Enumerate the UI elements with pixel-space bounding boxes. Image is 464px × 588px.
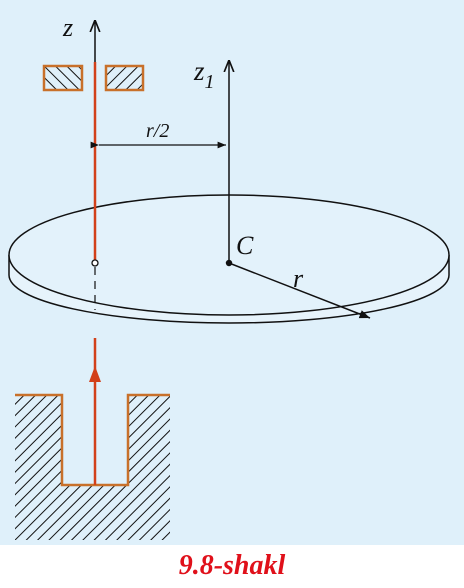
upper-bearing-right-block — [104, 64, 145, 92]
center-label: C — [236, 231, 254, 260]
upper-bearing-left-block — [42, 64, 84, 92]
shaft-arrowhead — [89, 366, 101, 382]
z1-axis-subscript: 1 — [205, 71, 215, 93]
figure-caption: 9.8-shakl — [178, 550, 286, 581]
z1-axis-label: z1 — [193, 56, 215, 93]
radius-arrow — [228, 262, 371, 319]
shaft-pivot-point — [91, 259, 99, 267]
lower-bearing — [15, 393, 170, 540]
disk-diagram: z z1 r/2 C r — [8, 13, 450, 540]
shaft — [89, 62, 101, 485]
z-axis-label: z — [62, 13, 73, 42]
half-radius-label: r/2 — [146, 120, 169, 142]
upper-bearing — [42, 64, 145, 92]
z1-axis-letter: z — [193, 56, 205, 86]
radius-label: r — [293, 264, 304, 293]
